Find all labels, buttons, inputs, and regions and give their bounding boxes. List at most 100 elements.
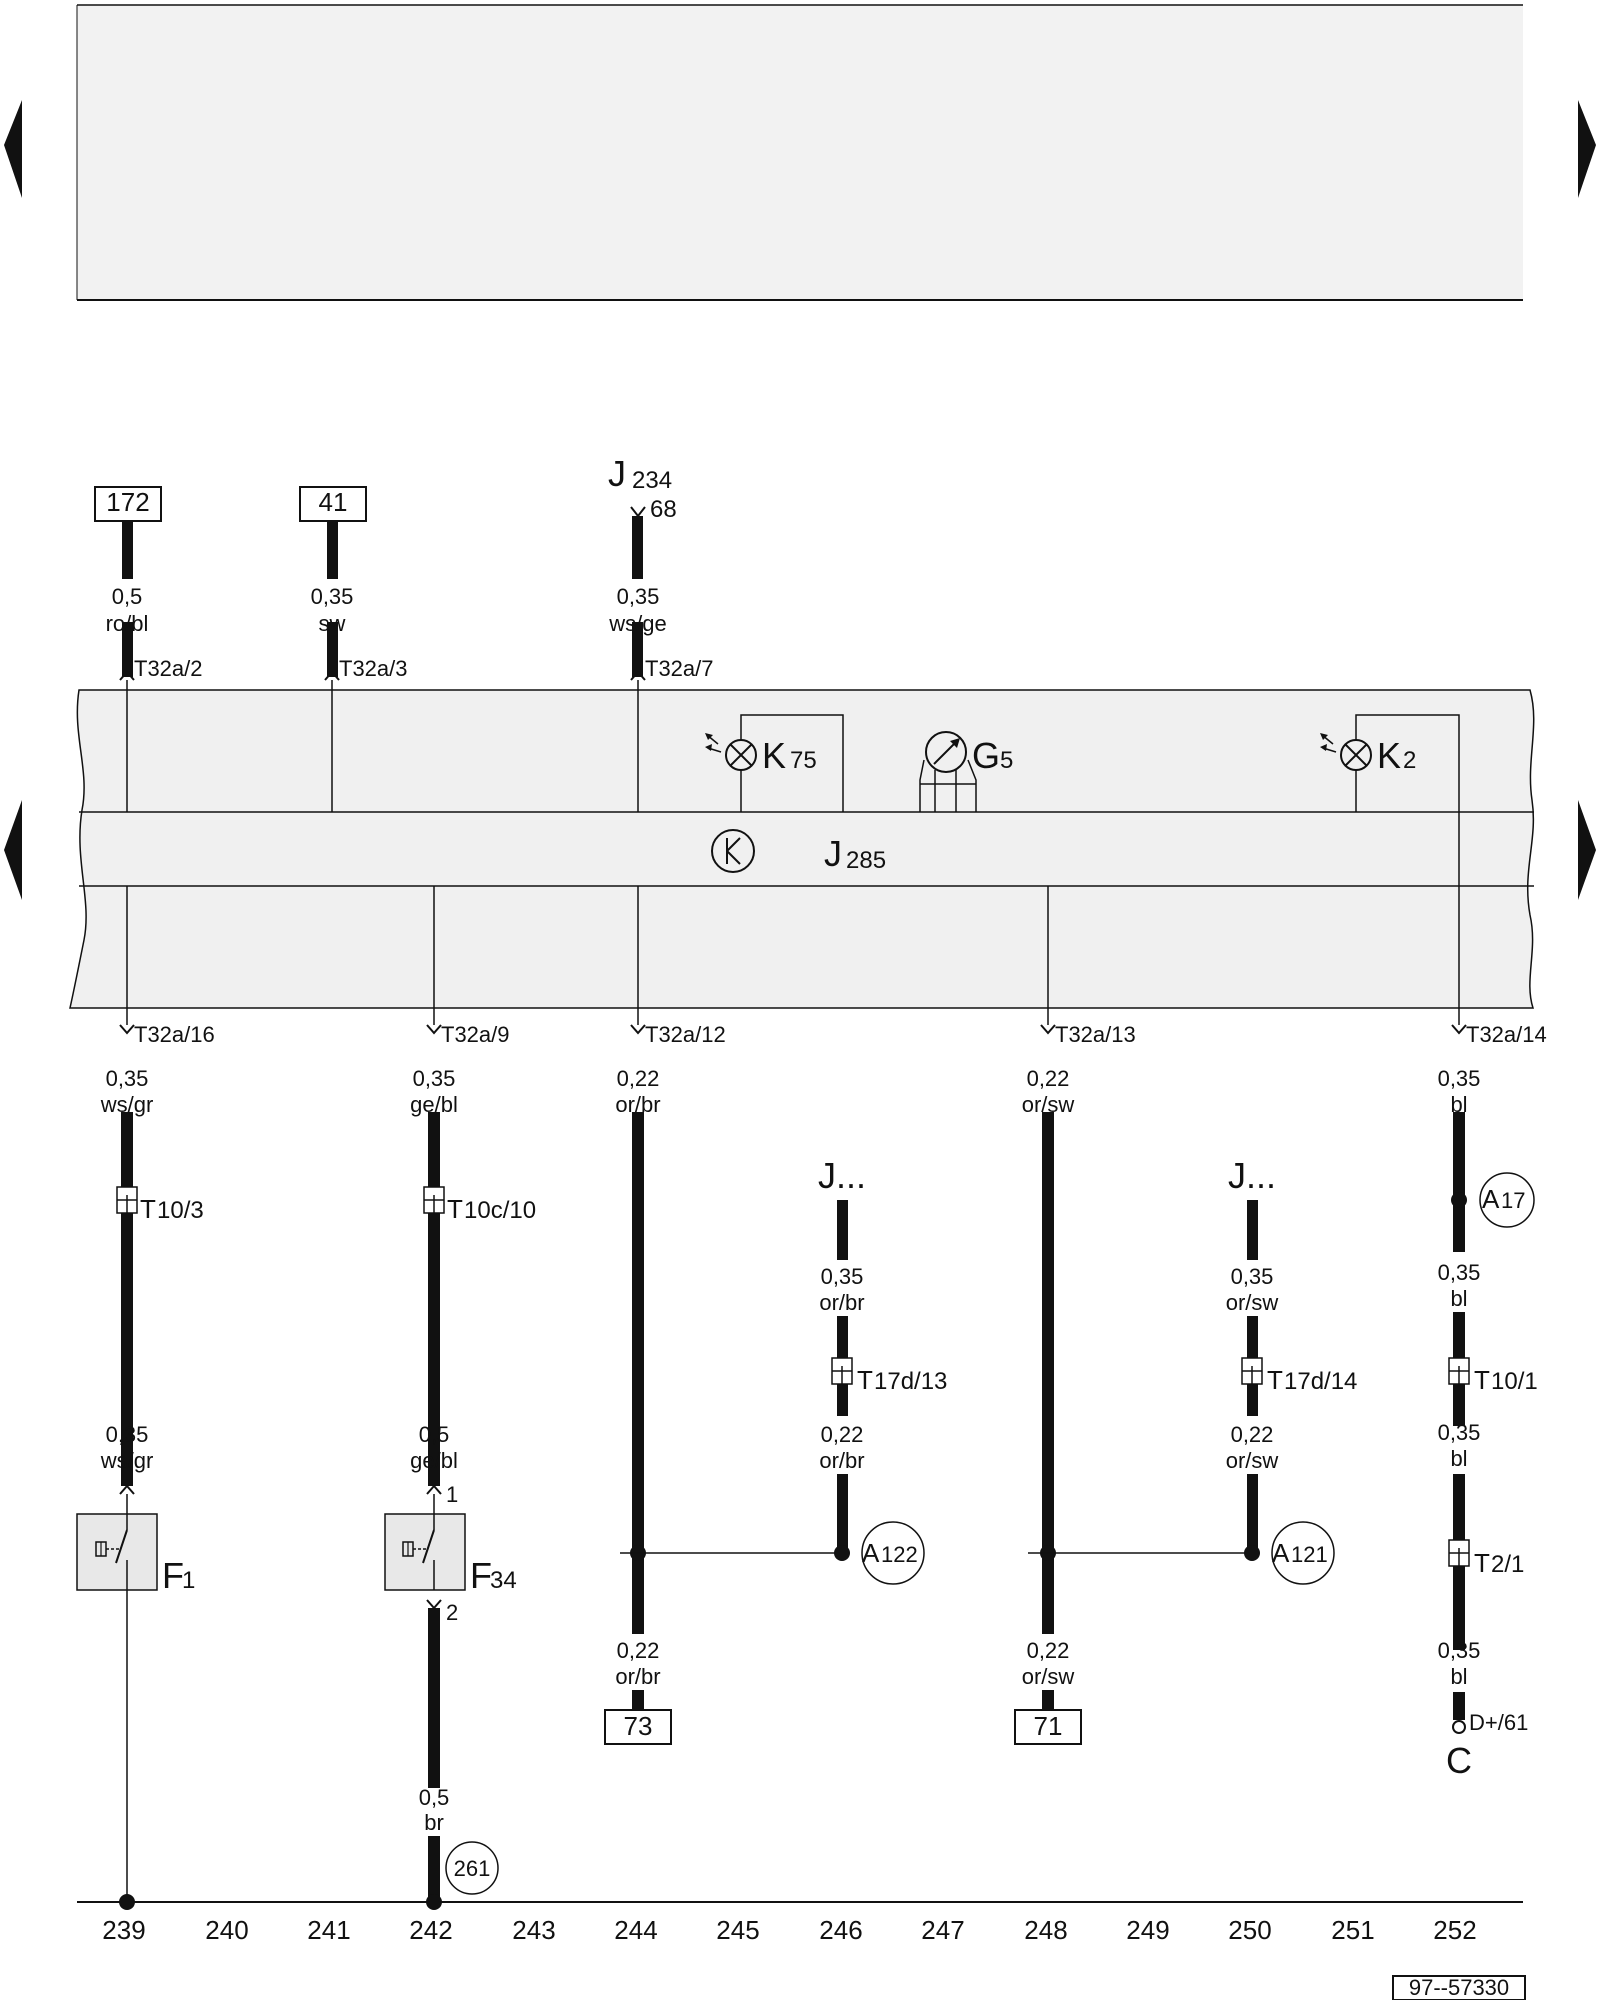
terminal-d-plus-icon[interactable]: [1452, 1720, 1466, 1734]
connector-sub: 17d/14: [1284, 1368, 1357, 1395]
next-section-arrow-icon[interactable]: [1578, 800, 1596, 900]
header-panel: [77, 5, 1523, 300]
svg-text:J: J: [608, 453, 626, 494]
switch-f34-icon[interactable]: [384, 1494, 466, 1591]
svg-text:172: 172: [106, 487, 149, 517]
connector-t10c-10-icon: [423, 1186, 445, 1214]
instrument-cluster-body: [69, 689, 1535, 1009]
splice-a121[interactable]: A 121: [1271, 1521, 1335, 1585]
connector-t10-1-icon: [1448, 1357, 1470, 1385]
svg-text:0,35: 0,35: [413, 1066, 456, 1091]
connector-label: T: [1267, 1365, 1283, 1395]
column-number: 239: [102, 1915, 145, 1945]
lower-wire-label: 0,35 bl: [1438, 1066, 1481, 1117]
svg-text:0,22: 0,22: [1027, 1066, 1070, 1091]
connector-t2-1-icon: [1448, 1539, 1470, 1567]
j285-subscript: 285: [846, 847, 886, 874]
column-numbers: 239 240 241 242 243 244 245 246 247 248 …: [102, 1915, 1476, 1945]
splice-a17[interactable]: A 17: [1479, 1172, 1535, 1228]
svg-text:ro/bl: ro/bl: [106, 611, 149, 636]
connector-label: T: [140, 1194, 156, 1224]
connector-sub: 10/1: [1491, 1368, 1538, 1395]
wire-color: or/sw: [1226, 1448, 1279, 1473]
k75-warning-lamp-icon: [705, 714, 844, 812]
connector-sub: 10/3: [157, 1197, 204, 1224]
wire-color: ws/gr: [100, 1448, 154, 1473]
wire-size: 0,35: [106, 1422, 149, 1447]
svg-text:0,35: 0,35: [106, 1066, 149, 1091]
pin-label: T32a/12: [645, 1022, 726, 1047]
pin-label: T32a/7: [645, 656, 714, 681]
ref-box-172[interactable]: 172: [94, 486, 162, 522]
svg-text:0,5: 0,5: [112, 584, 143, 609]
svg-text:121: 121: [1291, 1542, 1328, 1567]
ref-box-73[interactable]: 73: [604, 1709, 672, 1745]
connector-label: T: [1474, 1548, 1490, 1578]
prev-page-arrow-icon[interactable]: [4, 100, 22, 198]
pin-number: 1: [446, 1482, 458, 1507]
wire-size: 0,5: [419, 1422, 450, 1447]
next-page-arrow-icon[interactable]: [1578, 100, 1596, 198]
svg-text:A: A: [862, 1538, 880, 1568]
pin-label: T32a/3: [339, 656, 408, 681]
switch-f1-icon[interactable]: [76, 1494, 158, 1591]
ground-point-261[interactable]: 261: [445, 1841, 499, 1895]
connector-t10-3-icon: [116, 1186, 138, 1214]
svg-text:71: 71: [1034, 1711, 1063, 1741]
switch-label: F: [162, 1555, 184, 1596]
wire-size: 0,35: [821, 1264, 864, 1289]
svg-text:41: 41: [319, 487, 348, 517]
column-number: 243: [512, 1915, 555, 1945]
wire-size: 0,22: [617, 1638, 660, 1663]
svg-text:sw: sw: [319, 611, 346, 636]
connector-t17d-14-icon: [1241, 1357, 1263, 1385]
terminal-label: D+/61: [1469, 1710, 1528, 1735]
connector-label: T: [857, 1365, 873, 1395]
k2-label: K: [1377, 735, 1401, 776]
upper-wire-label: 0,35 sw: [311, 584, 354, 636]
pin-label: T32a/14: [1466, 1022, 1547, 1047]
connector-sub: 10c/10: [464, 1197, 536, 1224]
k75-subscript: 75: [790, 747, 817, 774]
g5-subscript: 5: [1000, 747, 1013, 774]
pin-label: T32a/9: [441, 1022, 510, 1047]
wire-size: 0,35: [1231, 1264, 1274, 1289]
splice-a122[interactable]: A 122: [861, 1521, 925, 1585]
svg-text:261: 261: [454, 1856, 491, 1881]
pin-label: T32a/13: [1055, 1022, 1136, 1047]
wire-size: 0,35: [1438, 1420, 1481, 1445]
svg-text:0,22: 0,22: [617, 1066, 660, 1091]
wire-color: or/br: [615, 1664, 660, 1689]
k75-label: K: [762, 735, 786, 776]
g5-gauge-icon: [919, 731, 977, 812]
svg-text:0,35: 0,35: [1438, 1066, 1481, 1091]
wire-color: bl: [1450, 1286, 1467, 1311]
j285-label: J: [824, 833, 842, 874]
prev-section-arrow-icon[interactable]: [4, 800, 22, 900]
wire-color: or/br: [819, 1290, 864, 1315]
svg-text:ws/ge: ws/ge: [608, 611, 666, 636]
ref-box-71[interactable]: 71: [1014, 1709, 1082, 1745]
lower-wire-label: 0,22 or/sw: [1022, 1066, 1075, 1117]
wire-size: 0,35: [1438, 1638, 1481, 1663]
svg-text:17: 17: [1501, 1188, 1525, 1213]
pin-label: T32a/2: [134, 656, 203, 681]
column-number: 248: [1024, 1915, 1067, 1945]
upper-wire-label: 0,35 ws/ge: [608, 584, 666, 636]
wire-color: br: [424, 1810, 444, 1835]
wire-size: 0,22: [1231, 1422, 1274, 1447]
svg-text:A: A: [1272, 1538, 1290, 1568]
column-number: 244: [614, 1915, 657, 1945]
j285-control-unit-icon: [711, 829, 755, 873]
connector-label: T: [447, 1194, 463, 1224]
column-number: 241: [307, 1915, 350, 1945]
column-number: 245: [716, 1915, 759, 1945]
lower-wire-label: 0,22 or/br: [615, 1066, 660, 1117]
column-number: 240: [205, 1915, 248, 1945]
connector-sub: 2/1: [1491, 1551, 1524, 1578]
ref-box-41[interactable]: 41: [299, 486, 367, 522]
wire-size: 0,22: [1027, 1638, 1070, 1663]
svg-text:A: A: [1482, 1184, 1500, 1214]
svg-text:0,35: 0,35: [617, 584, 660, 609]
